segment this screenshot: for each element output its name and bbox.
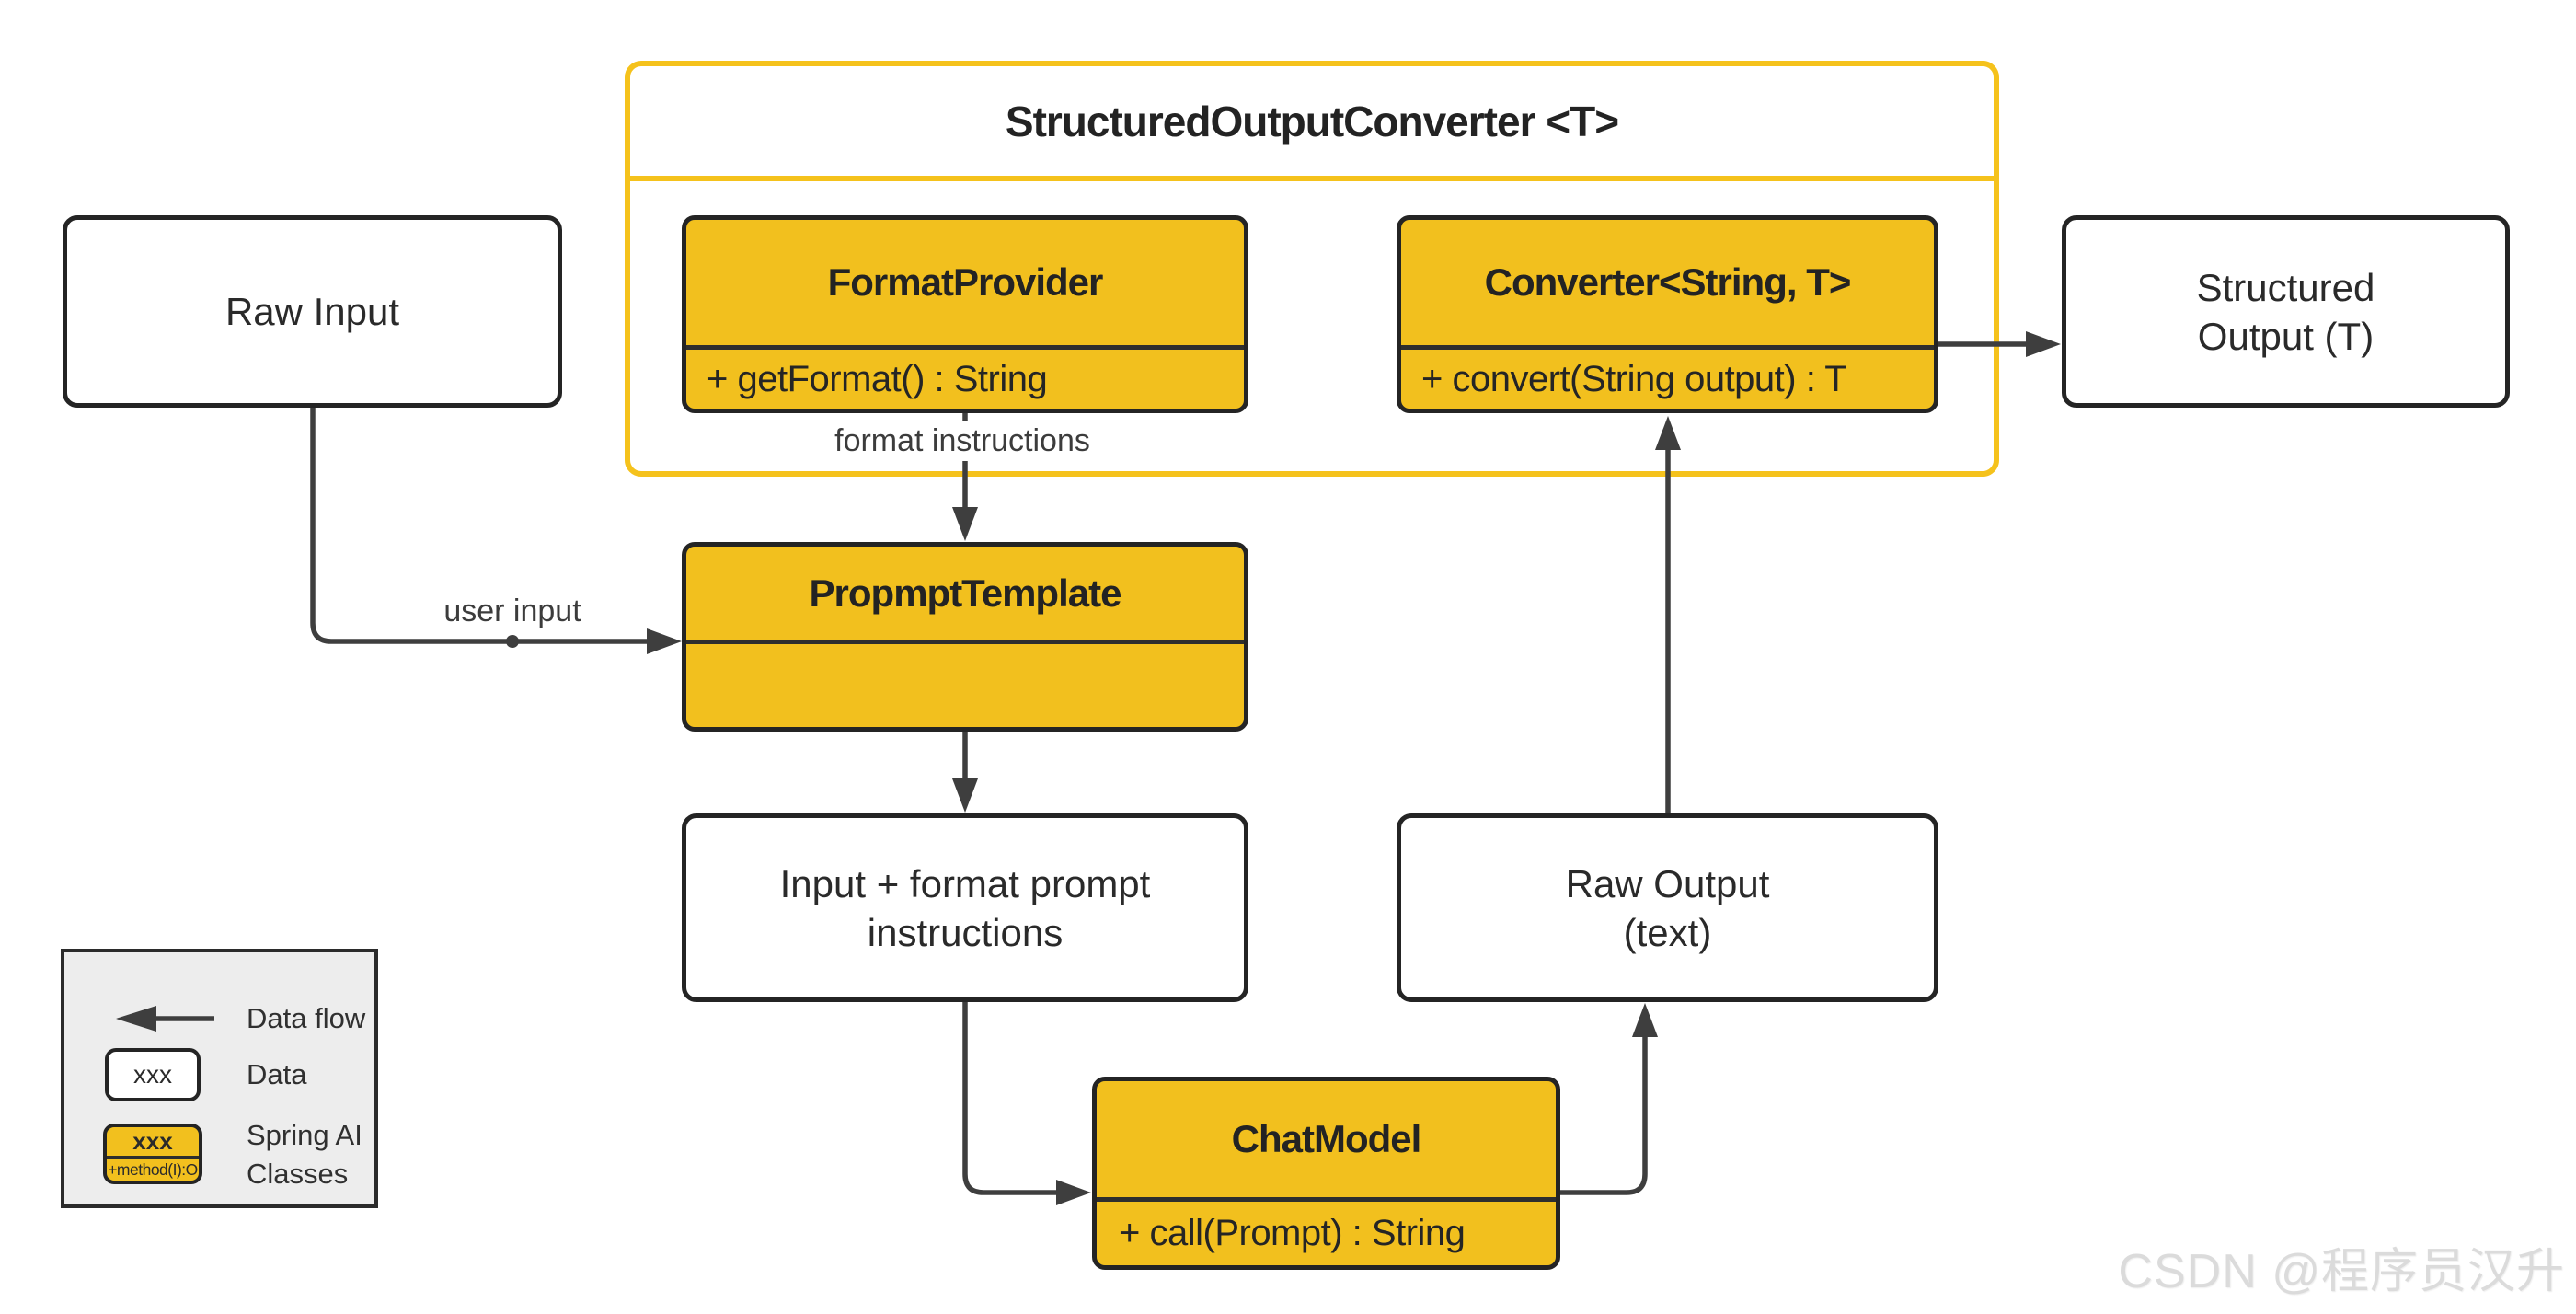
format-provider-class: FormatProvider + getFormat() : String [682, 215, 1248, 413]
input-format-prompt-node: Input + format prompt instructions [682, 813, 1248, 1002]
legend-spring-sample-box: xxx +method(I):O [103, 1124, 202, 1184]
structured-output-node: Structured Output (T) [2062, 215, 2510, 408]
input-format-prompt-line2: instructions [867, 910, 1064, 954]
converter-class: Converter<String, T> + convert(String ou… [1397, 215, 1938, 413]
edge-prompt-template-to-input-prompt [952, 732, 978, 813]
chat-model-method: + call(Prompt) : String [1119, 1213, 1466, 1253]
legend-spring-sample-text: xxx [132, 1127, 173, 1155]
raw-output-line1: Raw Output [1565, 861, 1770, 905]
converter-method: + convert(String output) : T [1421, 358, 1847, 399]
input-format-prompt-line1: Input + format prompt [779, 861, 1151, 905]
converter-divider [1401, 345, 1934, 350]
raw-output-node: Raw Output (text) [1397, 813, 1938, 1002]
format-provider-title: FormatProvider [827, 260, 1104, 304]
legend-spring-sample-divider [107, 1156, 199, 1159]
legend: Data flow xxx Data xxx +method(I):O Spri… [61, 949, 378, 1208]
legend-spring-label-line1: Spring AI [247, 1119, 362, 1151]
format-instructions-edge-label: format instructions [825, 421, 1099, 461]
prompt-template-title: PropmptTemplate [809, 571, 1122, 615]
prompt-template-empty-compartment [686, 644, 1244, 727]
container-title: StructuredOutputConverter <T> [1005, 97, 1619, 145]
chat-model-divider [1097, 1197, 1556, 1202]
legend-spring-sample-method: +method(I):O [108, 1159, 198, 1179]
prompt-template-divider [686, 640, 1244, 644]
legend-data-sample-text: xxx [133, 1060, 172, 1089]
edge-input-prompt-to-chat-model [962, 1002, 1091, 1205]
legend-data-sample-box: xxx [105, 1048, 201, 1101]
chat-model-title: ChatModel [1231, 1117, 1422, 1160]
user-input-edge-label: user input [443, 594, 581, 628]
data-flow-arrow-icon [116, 1006, 214, 1032]
structured-output-line2: Output (T) [2197, 314, 2375, 358]
legend-spring-label: Spring AI Classes [247, 1116, 362, 1193]
prompt-template-class: PropmptTemplate [682, 542, 1248, 732]
raw-input-node: Raw Input [63, 215, 562, 408]
legend-data-label: Data [247, 1058, 307, 1090]
raw-input-label: Raw Input [224, 290, 400, 333]
edge-chat-model-to-raw-output [1560, 1003, 1658, 1195]
format-provider-divider [686, 345, 1244, 350]
format-provider-method: + getFormat() : String [707, 358, 1048, 399]
raw-output-line2: (text) [1623, 910, 1712, 954]
container-title-divider [630, 176, 1994, 181]
chat-model-class: ChatModel + call(Prompt) : String [1092, 1077, 1560, 1270]
converter-title: Converter<String, T> [1484, 260, 1852, 304]
structured-output-line1: Structured [2196, 265, 2375, 309]
legend-data-flow-label: Data flow [247, 1002, 366, 1034]
legend-spring-label-line2: Classes [247, 1158, 349, 1190]
edge-waypoint-dot [506, 635, 519, 648]
csdn-watermark: CSDN @程序员汉升 [2118, 1245, 2565, 1298]
